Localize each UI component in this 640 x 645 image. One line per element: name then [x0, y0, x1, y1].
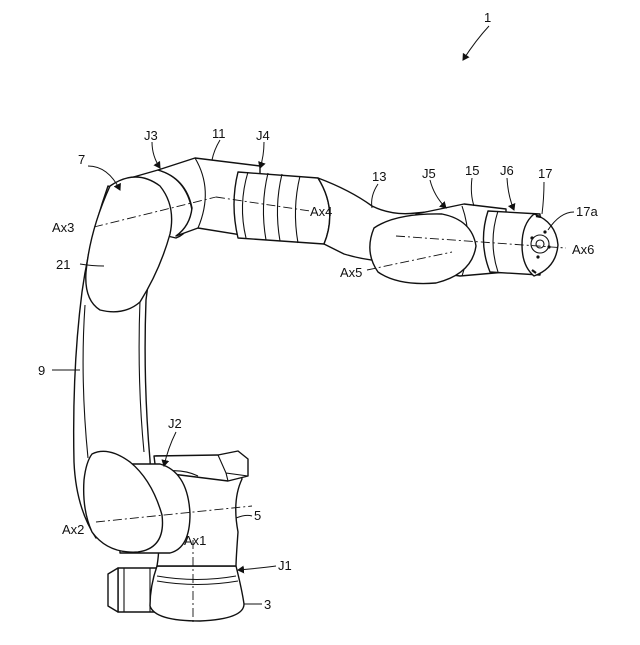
- label-ref-15: 15: [465, 163, 479, 178]
- label-ax2: Ax2: [62, 522, 84, 537]
- leader-5: [236, 515, 252, 518]
- label-j6: J6: [500, 163, 514, 178]
- label-ref-9: 9: [38, 363, 45, 378]
- label-ref-5: 5: [254, 508, 261, 523]
- label-ref-17a: 17a: [576, 204, 598, 219]
- label-ref-3: 3: [264, 597, 271, 612]
- label-ref-13: 13: [372, 169, 386, 184]
- leader-j4: [260, 142, 264, 168]
- leader-j6: [507, 178, 514, 210]
- leader-15: [471, 178, 474, 206]
- label-ax3: Ax3: [52, 220, 74, 235]
- label-j3: J3: [144, 128, 158, 143]
- label-ref-1: 1: [484, 10, 491, 25]
- leader-13: [372, 184, 378, 208]
- label-ref-17: 17: [538, 166, 552, 181]
- leader-11: [212, 140, 220, 160]
- joint-j6: [483, 211, 558, 276]
- leader-17: [542, 182, 544, 214]
- label-ax5: Ax5: [340, 265, 362, 280]
- label-ax6: Ax6: [572, 242, 594, 257]
- label-ref-21: 21: [56, 257, 70, 272]
- label-j1: J1: [278, 558, 292, 573]
- label-ax4: Ax4: [310, 204, 332, 219]
- label-ref-7: 7: [78, 152, 85, 167]
- leader-j3: [152, 142, 160, 168]
- leader-j5: [430, 180, 446, 208]
- label-ax1: Ax1: [184, 533, 206, 548]
- leader-j1: [238, 566, 276, 570]
- base-3: [108, 566, 244, 621]
- joint-j3: [86, 170, 192, 312]
- label-j5: J5: [422, 166, 436, 181]
- label-j4: J4: [256, 128, 270, 143]
- label-ref-11: 11: [212, 126, 226, 141]
- leader-1: [463, 26, 489, 60]
- label-j2: J2: [168, 416, 182, 431]
